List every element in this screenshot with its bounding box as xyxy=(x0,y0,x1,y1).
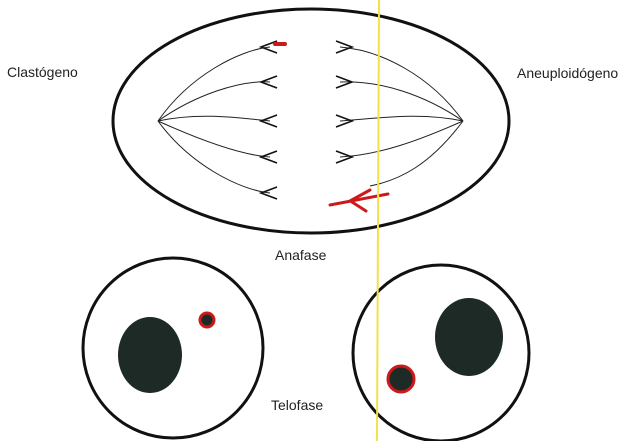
nucleus-left xyxy=(118,317,182,393)
spindle-fibers xyxy=(158,47,463,193)
clastogen-label: Clastógeno xyxy=(7,64,78,80)
anaphase-cell xyxy=(113,9,509,233)
vertical-marker-line xyxy=(377,0,379,441)
left-chromosomes xyxy=(261,41,277,199)
anaphase-label: Anafase xyxy=(275,247,326,263)
lagging-chromosome xyxy=(330,190,388,211)
micronucleus-right xyxy=(388,366,414,392)
aneugen-label: Aneuploidógeno xyxy=(517,65,618,81)
right-chromosomes xyxy=(336,41,352,163)
telophase-label: Telofase xyxy=(271,397,323,413)
micronucleus-left xyxy=(200,313,214,327)
nucleus-right xyxy=(435,298,503,376)
